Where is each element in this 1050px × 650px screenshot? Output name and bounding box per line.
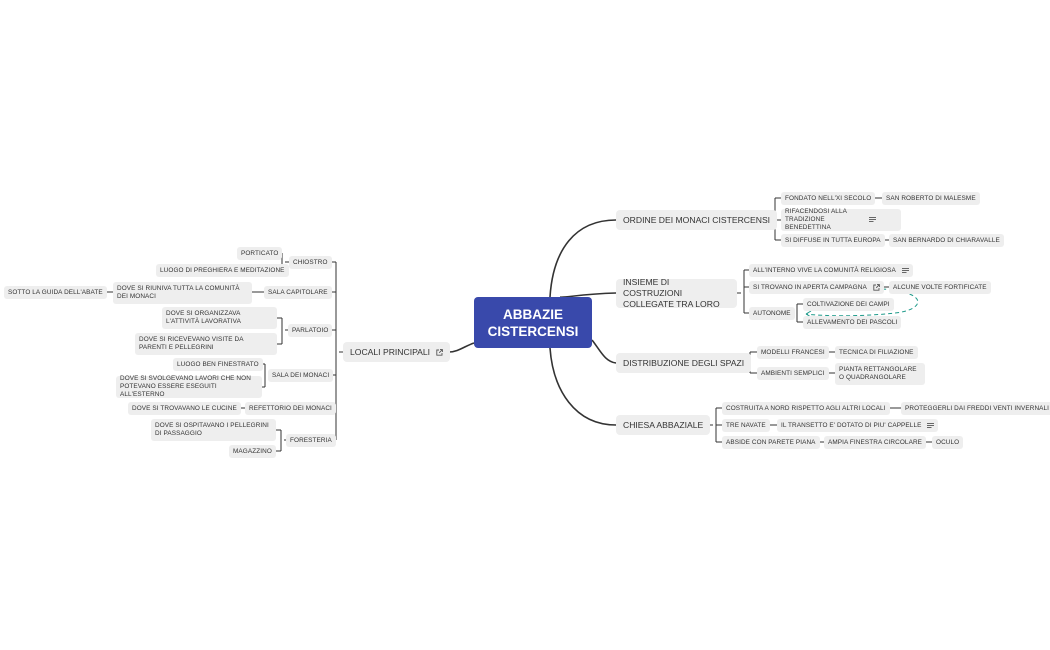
subtopic-tradizione-benedettina[interactable]: RIFACENDOSI ALLA TRADIZIONE BENEDETTINA	[781, 208, 901, 231]
subtopic-allevamento[interactable]: ALLEVAMENTO DEI PASCOLI	[803, 316, 902, 329]
subtopic-label: SALA CAPITOLARE	[268, 288, 328, 296]
subtopic-autonome[interactable]: AUTONOME	[749, 307, 795, 320]
subtopic-san-roberto[interactable]: SAN ROBERTO DI MALESME	[882, 192, 980, 205]
subtopic-attivita-lavorativa[interactable]: DOVE SI ORGANIZZAVA L'ATTIVITÀ LAVORATIV…	[162, 307, 277, 329]
subtopic-label: TECNICA DI FILIAZIONE	[839, 348, 914, 356]
subtopic-finestra-circolare[interactable]: AMPIA FINESTRA CIRCOLARE	[824, 436, 927, 449]
subtopic-label: SAN ROBERTO DI MALESME	[886, 194, 976, 202]
subtopic-san-bernardo[interactable]: SAN BERNARDO DI CHIARAVALLE	[889, 234, 1004, 247]
subtopic-label: AMPIA FINESTRA CIRCOLARE	[828, 438, 923, 446]
subtopic-label: ALCUNE VOLTE FORTIFICATE	[893, 283, 987, 291]
subtopic-fondato[interactable]: FONDATO NELL'XI SECOLO	[781, 192, 876, 205]
subtopic-label: FORESTERIA	[290, 436, 332, 444]
subtopic-preghiera[interactable]: LUOGO DI PREGHIERA E MEDITAZIONE	[156, 264, 289, 277]
subtopic-label: COLTIVAZIONE DEI CAMPI	[807, 300, 890, 308]
subtopic-label: DOVE SI TROVAVANO LE CUCINE	[132, 404, 237, 412]
subtopic-label: ALL'INTERNO VIVE LA COMUNITÀ RELIGIOSA	[753, 266, 896, 274]
subtopic-label: ABSIDE CON PARETE PIANA	[726, 438, 816, 446]
subtopic-proteggerli[interactable]: PROTEGGERLI DAI FREDDI VENTI INVERNALI	[901, 402, 1050, 415]
subtopic-label: MODELLI FRANCESI	[761, 348, 825, 356]
subtopic-pianta[interactable]: PIANTA RETTANGOLARE O QUADRANGOLARE	[835, 363, 925, 385]
topic-label: DISTRIBUZIONE DEGLI SPAZI	[623, 357, 745, 368]
subtopic-aperta-campagna[interactable]: SI TROVANO IN APERTA CAMPAGNA	[749, 281, 884, 294]
branch-line	[448, 342, 475, 353]
branch-line	[549, 219, 617, 298]
subtopic-ben-finestrato[interactable]: LUOGO BEN FINESTRATO	[173, 358, 263, 371]
subtopic-label: DOVE SI RICEVEVANO VISITE DA PARENTI E P…	[139, 336, 244, 351]
subtopic-sala-monaci[interactable]: SALA DEI MONACI	[268, 369, 334, 382]
subtopic-chiostro[interactable]: CHIOSTRO	[289, 256, 332, 269]
link-icon[interactable]	[436, 348, 443, 356]
subtopic-label: DOVE SI OSPITAVANO I PELLEGRINI DI PASSA…	[155, 422, 269, 437]
notes-icon[interactable]	[869, 217, 876, 223]
subtopic-sala-capitolare[interactable]: SALA CAPITOLARE	[264, 286, 332, 299]
topic-label: CHIESA ABBAZIALE	[623, 419, 704, 430]
subtopic-label: FONDATO NELL'XI SECOLO	[785, 194, 872, 202]
subtopic-refettorio[interactable]: REFETTORIO DEI MONACI	[245, 402, 336, 415]
subtopic-porticato[interactable]: PORTICATO	[237, 247, 283, 260]
subtopic-label: PIANTA RETTANGOLARE O QUADRANGOLARE	[839, 366, 917, 381]
topic-distribuzione-spazi[interactable]: DISTRIBUZIONE DEGLI SPAZI	[616, 353, 752, 373]
subtopic-label: SALA DEI MONACI	[272, 371, 330, 379]
subtopic-label: TRE NAVATE	[726, 421, 766, 429]
subtopic-modelli-francesi[interactable]: MODELLI FRANCESI	[757, 346, 829, 359]
subtopic-label: PROTEGGERLI DAI FREDDI VENTI INVERNALI	[905, 404, 1050, 412]
subtopic-lavori-interni[interactable]: DOVE SI SVOLGEVANO LAVORI CHE NON POTEVA…	[116, 375, 262, 398]
subtopic-label: DOVE SI RIUNIVA TUTTA LA COMUNITÀ DEI MO…	[117, 285, 240, 300]
subtopic-filiazione[interactable]: TECNICA DI FILIAZIONE	[835, 346, 918, 359]
subtopic-costruita-nord[interactable]: COSTRUITA A NORD RISPETTO AGLI ALTRI LOC…	[722, 402, 890, 415]
subtopic-oculo[interactable]: OCULO	[932, 436, 964, 449]
topic-chiesa-abbaziale[interactable]: CHIESA ABBAZIALE	[616, 415, 711, 435]
subtopic-label: LUOGO DI PREGHIERA E MEDITAZIONE	[160, 266, 285, 274]
subtopic-label: MAGAZZINO	[233, 447, 272, 455]
subtopic-label: SI TROVANO IN APERTA CAMPAGNA	[753, 283, 867, 291]
subtopic-parlatoio[interactable]: PARLATOIO	[288, 324, 333, 337]
subtopic-comunita-religiosa[interactable]: ALL'INTERNO VIVE LA COMUNITÀ RELIGIOSA	[749, 264, 913, 277]
subtopic-riuniva-comunita[interactable]: DOVE SI RIUNIVA TUTTA LA COMUNITÀ DEI MO…	[113, 282, 252, 304]
subtopic-label: CHIOSTRO	[293, 258, 328, 266]
subtopic-label: ALLEVAMENTO DEI PASCOLI	[807, 318, 898, 326]
topic-locali-principali[interactable]: LOCALI PRINCIPALI	[343, 342, 451, 362]
subtopic-label: RIFACENDOSI ALLA TRADIZIONE BENEDETTINA	[785, 208, 847, 231]
root-topic[interactable]: ABBAZIE CISTERCENSI	[474, 297, 592, 348]
subtopic-magazzino[interactable]: MAGAZZINO	[229, 445, 276, 458]
subtopic-label: PORTICATO	[241, 249, 279, 257]
subtopic-abside[interactable]: ABSIDE CON PARETE PIANA	[722, 436, 820, 449]
subtopic-tre-navate[interactable]: TRE NAVATE	[722, 419, 770, 432]
subtopic-label: LUOGO BEN FINESTRATO	[177, 360, 259, 368]
subtopic-cucine[interactable]: DOVE SI TROVAVANO LE CUCINE	[128, 402, 241, 415]
subtopic-label: AUTONOME	[753, 309, 791, 317]
subtopic-label: COSTRUITA A NORD RISPETTO AGLI ALTRI LOC…	[726, 404, 886, 412]
subtopic-foresteria[interactable]: FORESTERIA	[286, 434, 336, 447]
subtopic-label: REFETTORIO DEI MONACI	[249, 404, 332, 412]
subtopic-label: AMBIENTI SEMPLICI	[761, 369, 825, 377]
topic-label: ORDINE DEI MONACI CISTERCENSI	[623, 214, 771, 225]
branch-line	[549, 347, 617, 426]
subtopic-pellegrini-passaggio[interactable]: DOVE SI OSPITAVANO I PELLEGRINI DI PASSA…	[151, 419, 276, 441]
topic-label: INSIEME DI COSTRUZIONI COLLEGATE TRA LOR…	[623, 277, 720, 309]
notes-icon[interactable]	[901, 267, 909, 274]
subtopic-label: PARLATOIO	[292, 326, 329, 334]
subtopic-fortificate[interactable]: ALCUNE VOLTE FORTIFICATE	[889, 281, 991, 294]
subtopic-label: SOTTO LA GUIDA DELL'ABATE	[8, 288, 103, 296]
subtopic-guida-abate[interactable]: SOTTO LA GUIDA DELL'ABATE	[4, 286, 107, 299]
subtopic-transetto[interactable]: IL TRANSETTO E' DOTATO DI PIU' CAPPELLE	[777, 419, 939, 432]
branch-line	[591, 339, 617, 364]
subtopic-diffuse-europa[interactable]: SI DIFFUSE IN TUTTA EUROPA	[781, 234, 885, 247]
link-icon[interactable]	[873, 284, 880, 291]
topic-ordine-monaci[interactable]: ORDINE DEI MONACI CISTERCENSI	[616, 210, 778, 230]
notes-icon[interactable]	[927, 422, 935, 429]
subtopic-coltivazione[interactable]: COLTIVAZIONE DEI CAMPI	[803, 298, 894, 311]
subtopic-label: DOVE SI SVOLGEVANO LAVORI CHE NON POTEVA…	[120, 375, 251, 398]
subtopic-visite-parenti[interactable]: DOVE SI RICEVEVANO VISITE DA PARENTI E P…	[135, 333, 277, 355]
subtopic-label: IL TRANSETTO E' DOTATO DI PIU' CAPPELLE	[781, 421, 922, 429]
subtopic-label: SAN BERNARDO DI CHIARAVALLE	[893, 236, 1000, 244]
subtopic-label: SI DIFFUSE IN TUTTA EUROPA	[785, 236, 881, 244]
topic-insieme-costruzioni[interactable]: INSIEME DI COSTRUZIONI COLLEGATE TRA LOR…	[616, 277, 737, 309]
subtopic-label: OCULO	[936, 438, 960, 446]
subtopic-label: DOVE SI ORGANIZZAVA L'ATTIVITÀ LAVORATIV…	[166, 310, 241, 325]
topic-label: LOCALI PRINCIPALI	[350, 346, 431, 357]
subtopic-ambienti-semplici[interactable]: AMBIENTI SEMPLICI	[757, 367, 829, 380]
